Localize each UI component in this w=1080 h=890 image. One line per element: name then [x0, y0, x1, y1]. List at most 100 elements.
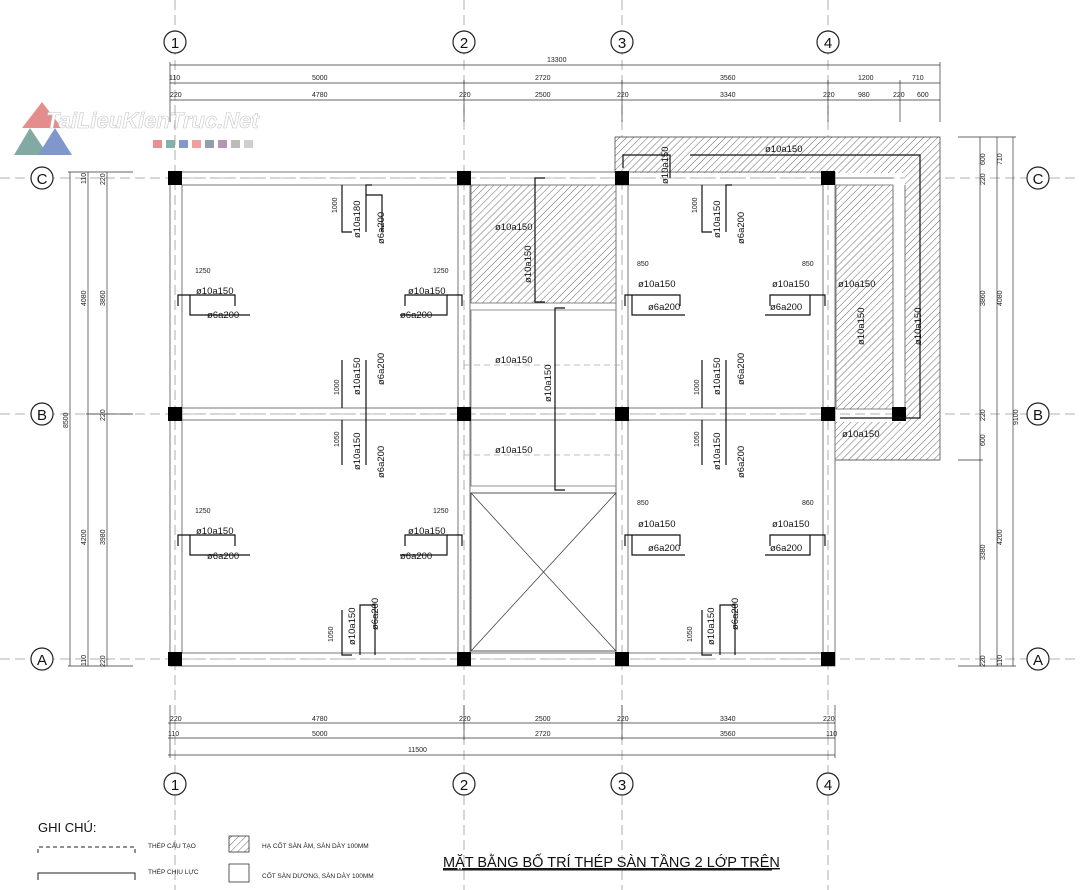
- axis-bubbles: [30, 30, 1050, 796]
- svg-text:HẠ CỐT SÀN ÂM, SÀN DÀY 100MM: HẠ CỐT SÀN ÂM, SÀN DÀY 100MM: [262, 840, 369, 850]
- svg-text:4200: 4200: [81, 529, 88, 545]
- svg-text:1000: 1000: [334, 379, 341, 395]
- svg-text:1: 1: [171, 777, 179, 794]
- svg-text:ø10a150: ø10a150: [408, 286, 446, 297]
- svg-text:1050: 1050: [334, 431, 341, 447]
- svg-text:ø6a200: ø6a200: [376, 212, 387, 244]
- svg-text:2500: 2500: [535, 92, 551, 99]
- svg-text:710: 710: [997, 153, 1004, 165]
- svg-text:3980: 3980: [100, 529, 107, 545]
- svg-text:B: B: [37, 407, 47, 424]
- svg-text:600: 600: [980, 434, 987, 446]
- svg-text:ø10a150: ø10a150: [495, 222, 533, 233]
- svg-text:ø6a200: ø6a200: [207, 310, 239, 321]
- svg-text:220: 220: [980, 409, 987, 421]
- svg-text:3340: 3340: [720, 716, 736, 723]
- svg-text:1250: 1250: [433, 268, 449, 275]
- svg-text:110: 110: [169, 75, 180, 82]
- watermark-swatches: [153, 140, 253, 148]
- svg-text:ø10a150: ø10a150: [856, 307, 867, 345]
- svg-text:220: 220: [170, 716, 182, 723]
- svg-text:ø10a150: ø10a150: [495, 445, 533, 456]
- svg-text:2720: 2720: [535, 75, 551, 82]
- svg-text:220: 220: [459, 92, 471, 99]
- svg-text:220: 220: [823, 716, 835, 723]
- svg-text:A: A: [1033, 652, 1043, 669]
- svg-text:9100: 9100: [1013, 409, 1020, 425]
- svg-text:1: 1: [171, 35, 179, 52]
- svg-text:ø6a200: ø6a200: [400, 551, 432, 562]
- svg-text:THÉP CHỊU LỰC: THÉP CHỊU LỰC: [148, 867, 199, 876]
- svg-text:1000: 1000: [694, 379, 701, 395]
- svg-text:220: 220: [893, 92, 905, 99]
- svg-text:ø6a200: ø6a200: [736, 212, 747, 244]
- solid-line-sample: [37, 872, 136, 880]
- svg-text:3340: 3340: [720, 92, 736, 99]
- svg-text:1000: 1000: [692, 197, 699, 213]
- stair-opening: [470, 492, 617, 652]
- svg-text:4: 4: [824, 35, 832, 52]
- svg-text:1000: 1000: [332, 197, 339, 213]
- svg-text:3560: 3560: [720, 75, 736, 82]
- watermark-logo: TaiLieuKienTruc.Net: [14, 102, 261, 155]
- watermark-text: TaiLieuKienTruc.Net: [46, 108, 260, 133]
- rebar-lines: [177, 154, 921, 656]
- svg-text:110: 110: [81, 655, 88, 666]
- svg-text:ø10a150: ø10a150: [712, 200, 723, 238]
- svg-text:ø6a200: ø6a200: [770, 302, 802, 313]
- dimensions-left: 8500 110 4080 4200 110 220 3860 220 3980…: [63, 171, 133, 667]
- dimensions-right: 600 220 3860 220 600 3380 220 710 4080 4…: [958, 136, 1020, 667]
- svg-text:3860: 3860: [100, 290, 107, 306]
- svg-text:ø10a150: ø10a150: [347, 607, 358, 645]
- svg-text:1050: 1050: [694, 431, 701, 447]
- svg-text:ø10a150: ø10a150: [638, 279, 676, 290]
- svg-text:2: 2: [460, 777, 468, 794]
- svg-text:1250: 1250: [195, 508, 211, 515]
- svg-text:2500: 2500: [535, 716, 551, 723]
- svg-text:ø6a200: ø6a200: [648, 543, 680, 554]
- svg-text:ø6a200: ø6a200: [648, 302, 680, 313]
- plain-sample: [228, 863, 250, 883]
- svg-text:ø10a150: ø10a150: [772, 279, 810, 290]
- svg-text:710: 710: [912, 75, 924, 82]
- dimensions-top: 13300 110 5000 2720 3560 1200 710 220 47…: [169, 57, 941, 122]
- svg-text:2720: 2720: [535, 731, 551, 738]
- svg-text:ø10a150: ø10a150: [772, 519, 810, 530]
- svg-text:4200: 4200: [997, 529, 1004, 545]
- svg-text:850: 850: [637, 500, 649, 507]
- svg-text:THÉP CẤU TẠO: THÉP CẤU TẠO: [148, 840, 196, 850]
- svg-text:1250: 1250: [433, 508, 449, 515]
- svg-text:3380: 3380: [980, 544, 987, 560]
- svg-text:ø10a150: ø10a150: [765, 144, 803, 155]
- svg-text:110: 110: [81, 173, 88, 184]
- svg-text:220: 220: [170, 92, 182, 99]
- svg-text:4780: 4780: [312, 92, 328, 99]
- svg-text:ø10a150: ø10a150: [842, 429, 880, 440]
- svg-text:850: 850: [637, 261, 649, 268]
- svg-text:ø10a150: ø10a150: [638, 519, 676, 530]
- svg-text:ø6a200: ø6a200: [730, 598, 741, 630]
- svg-text:13300: 13300: [547, 57, 567, 64]
- svg-text:ø6a200: ø6a200: [376, 353, 387, 385]
- svg-text:220: 220: [823, 92, 835, 99]
- svg-text:C: C: [37, 171, 48, 188]
- legend-title: GHI CHÚ:: [38, 820, 97, 835]
- svg-text:4780: 4780: [312, 716, 328, 723]
- svg-text:600: 600: [917, 92, 929, 99]
- svg-text:ø10a150: ø10a150: [352, 357, 363, 395]
- svg-text:110: 110: [168, 731, 179, 738]
- svg-text:1050: 1050: [687, 626, 694, 642]
- svg-text:ø6a200: ø6a200: [207, 551, 239, 562]
- svg-text:ø6a200: ø6a200: [770, 543, 802, 554]
- svg-text:CỐT SÀN DƯƠNG, SÀN DÀY 100MM: CỐT SÀN DƯƠNG, SÀN DÀY 100MM: [262, 870, 374, 880]
- svg-text:B: B: [1033, 407, 1043, 424]
- svg-text:4: 4: [824, 777, 832, 794]
- svg-text:4080: 4080: [81, 290, 88, 306]
- svg-text:1250: 1250: [195, 268, 211, 275]
- svg-text:ø6a200: ø6a200: [736, 446, 747, 478]
- svg-text:ø10a150: ø10a150: [523, 245, 534, 283]
- svg-text:2: 2: [460, 35, 468, 52]
- svg-text:ø10a150: ø10a150: [408, 526, 446, 537]
- hatched-sample: [228, 835, 250, 853]
- legend: GHI CHÚ: THÉP CẤU TẠO THÉP CHỊU LỰC HẠ C…: [37, 820, 374, 883]
